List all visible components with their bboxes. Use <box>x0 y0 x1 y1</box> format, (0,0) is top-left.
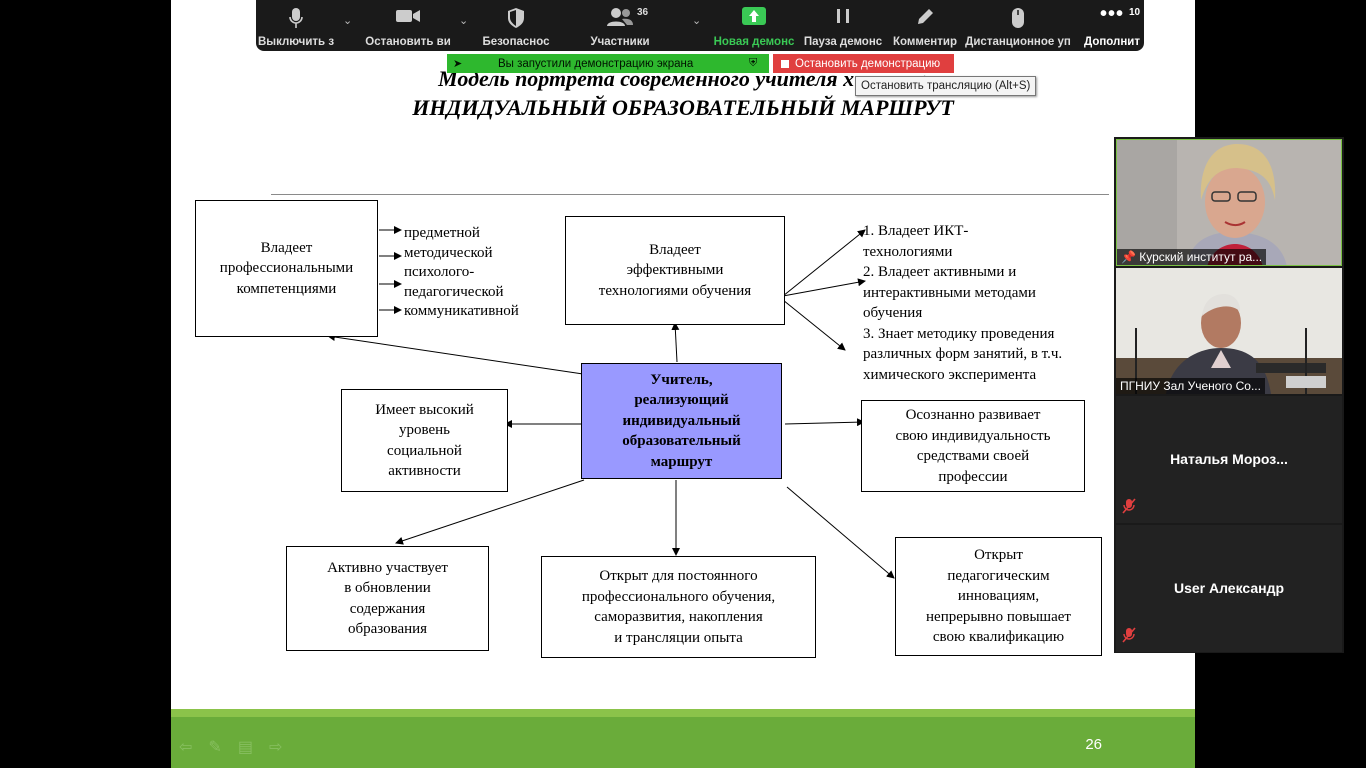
slides-menu-icon[interactable]: ▤ <box>237 739 253 756</box>
page-number: 26 <box>1085 736 1102 753</box>
share-screen-icon <box>742 7 766 30</box>
pen-icon[interactable]: ✎ <box>208 739 222 756</box>
box-professional-competencies: Владеет профессиональными компетенциями <box>195 200 378 337</box>
shield-check-icon: ⛨ <box>749 57 758 69</box>
presentation-slide: Модель портрета современного учителя хим… <box>171 0 1195 768</box>
participant-name-3: Наталья Мороз... <box>1170 451 1288 467</box>
mouse-icon <box>1011 7 1025 34</box>
shield-icon <box>507 7 525 34</box>
new-share-button[interactable]: Новая демонс <box>714 0 794 51</box>
participant-video-2 <box>1116 268 1342 394</box>
annotate-button[interactable]: Комментир <box>890 0 960 51</box>
arrow-tech-2 <box>782 278 866 297</box>
box-continuous-learning: Открыт для постоянного профессионального… <box>541 556 816 658</box>
zoom-share-toolbar: Выключить з ⌄ Остановить ви ⌄ Безопаснос… <box>256 0 1144 51</box>
box-teacher-center: Учитель, реализующий индивидуальный обра… <box>581 363 782 479</box>
more-count: 10 <box>1129 7 1141 18</box>
arrow-to-individuality <box>784 418 865 427</box>
participants-options-chevron-icon[interactable]: ⌄ <box>692 15 702 27</box>
participant-name-1: 📌 Курский институт ра... <box>1117 249 1267 265</box>
box-effective-technologies: Владеет эффективными технологиями обучен… <box>565 216 785 325</box>
participants-icon <box>606 7 634 32</box>
participants-button[interactable]: Участники <box>586 0 654 51</box>
video-options-chevron-icon[interactable]: ⌄ <box>459 15 469 27</box>
pin-icon: 📌 <box>1121 250 1140 264</box>
stop-video-button[interactable]: Остановить ви <box>365 0 451 51</box>
pause-icon <box>835 7 851 30</box>
arrow-to-innovation <box>786 486 895 579</box>
slide-footer: ⇦ ✎ ▤ ⇨ 26 <box>171 709 1195 768</box>
participant-video-1 <box>1117 140 1341 265</box>
technologies-list: 1. Владеет ИКТ- технологиями 2. Владеет … <box>863 223 1063 383</box>
video-camera-icon <box>395 7 421 30</box>
more-button[interactable]: ••• Дополнит <box>1084 3 1140 48</box>
microphone-icon <box>289 7 303 34</box>
more-dots-icon: ••• <box>1099 3 1124 25</box>
box-individuality: Осознанно развивает свою индивидуальност… <box>861 400 1085 492</box>
stop-share-button[interactable]: Остановить демонстрацию <box>773 54 954 73</box>
divider-line <box>271 194 1109 195</box>
diagram-arrows <box>327 226 895 579</box>
slide-nav-controls[interactable]: ⇦ ✎ ▤ ⇨ <box>179 737 282 757</box>
prev-arrow-icon[interactable]: ⇦ <box>179 739 193 756</box>
mute-button[interactable]: Выключить з <box>258 0 334 51</box>
mute-options-chevron-icon[interactable]: ⌄ <box>343 15 353 27</box>
box-innovation: Открыт педагогическим инновациям, непрер… <box>895 537 1102 656</box>
pause-share-button[interactable]: Пауза демонс <box>804 0 882 51</box>
screen-share-status-bar[interactable]: ➤ Вы запустили демонстрацию экрана ⛨ <box>447 54 769 73</box>
participant-tile-4[interactable]: User Александр <box>1116 525 1342 652</box>
participant-name-2: ПГНИУ Зал Ученого Со... <box>1116 378 1265 394</box>
stop-square-icon <box>781 59 789 68</box>
pencil-icon <box>915 7 935 32</box>
arrow-to-competencies <box>327 333 584 375</box>
muted-microphone-icon <box>1122 498 1136 517</box>
box-content-renewal: Активно участвует в обновлении содержани… <box>286 546 489 651</box>
security-button[interactable]: Безопаснос <box>482 0 550 51</box>
participant-name-4: User Александр <box>1173 580 1285 596</box>
stop-share-tooltip: Остановить трансляцию (Alt+S) <box>855 76 1037 96</box>
participant-tile-1[interactable]: 📌 Курский институт ра... <box>1116 139 1342 266</box>
next-arrow-icon[interactable]: ⇨ <box>268 739 283 756</box>
participant-tile-2[interactable]: ПГНИУ Зал Ученого Со... <box>1116 268 1342 394</box>
share-status-text: Вы запустили демонстрацию экрана <box>498 57 694 70</box>
pin-icon[interactable]: ➤ <box>453 58 463 70</box>
arrow-tech-1 <box>782 229 866 297</box>
box-social-activity: Имеет высокий уровень социальной активно… <box>341 389 508 492</box>
slide-title-line2: ИНДИДУАЛЬНЫЙ ОБРАЗОВАТЕЛЬНЫЙ МАРШРУТ <box>412 95 954 120</box>
muted-microphone-icon <box>1122 627 1136 646</box>
participant-tile-3[interactable]: Наталья Мороз... <box>1116 396 1342 523</box>
participant-video-panel: 📌 Курский институт ра... ПГНИУ Зал Учено… <box>1114 137 1344 653</box>
remote-control-button[interactable]: Дистанционное уп <box>965 0 1071 51</box>
stop-share-label: Остановить демонстрацию <box>795 57 941 70</box>
arrow-tech-3 <box>782 299 846 351</box>
competencies-list: предметной методической психолого- педаг… <box>404 225 519 319</box>
participants-count: 36 <box>637 7 649 18</box>
arrow-to-technologies <box>671 322 680 363</box>
arrow-to-content <box>395 479 585 545</box>
